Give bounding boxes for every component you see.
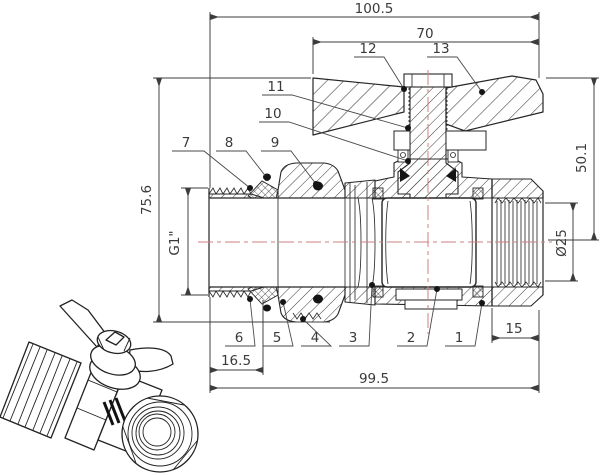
dimension-label-inlet-thread-size: G1"	[167, 230, 183, 255]
stem-oring-left	[400, 152, 406, 158]
part-callout-5: 5	[263, 299, 294, 347]
dimension-body-length: 99.5	[209, 371, 539, 392]
dimension-label-outlet-bore: Ø25	[554, 229, 570, 257]
dimensions: 100.5 70 75.6 G1" 50.1	[139, 1, 599, 393]
part-callout-8: 8	[216, 135, 270, 181]
nut-oring-bottom	[313, 294, 323, 304]
part-callout-6: 6	[225, 296, 256, 347]
dimension-label-coupling-face: 15	[505, 321, 522, 337]
part-callout-11: 11	[262, 79, 411, 131]
thread-profile-bottom	[208, 290, 252, 298]
ball-edge-right	[469, 200, 473, 285]
dimension-label-handle-height: 50.1	[574, 143, 590, 173]
3d-stem-top	[105, 331, 125, 346]
butterfly-handle	[312, 75, 544, 151]
part-label-5: 5	[273, 330, 282, 346]
thread-profile-top	[208, 187, 252, 195]
ring-top	[344, 179, 376, 199]
dimension-outlet-bore: Ø25	[545, 202, 578, 282]
part-label-13: 13	[432, 41, 449, 57]
valve-3d-view	[0, 299, 199, 473]
part-callout-13: 13	[427, 41, 485, 95]
union-nut-top	[277, 162, 346, 199]
3d-label-band	[102, 401, 115, 426]
part-label-7: 7	[182, 135, 191, 151]
cone-seals	[247, 173, 279, 312]
dimension-overall-height: 75.6	[139, 77, 330, 323]
part-label-12: 12	[359, 41, 376, 57]
dimension-label-overall-width: 100.5	[355, 1, 394, 17]
part-callout-10: 10	[259, 106, 411, 164]
dimension-label-handle-span: 70	[416, 26, 433, 42]
ball-seat-tr	[472, 187, 484, 200]
dimension-handle-height: 50.1	[546, 77, 599, 241]
part-callout-1: 1	[445, 300, 485, 347]
dimension-label-inlet-thread-length: 16.5	[221, 353, 251, 369]
centerlines	[198, 70, 552, 334]
oring-bottom	[263, 304, 271, 312]
part-label-6: 6	[235, 330, 244, 346]
dimension-overall-width: 100.5	[209, 1, 540, 393]
retainer-plug	[404, 299, 458, 310]
dimension-coupling-face: 15	[491, 308, 539, 343]
packing-left	[400, 168, 410, 182]
part-callouts: 7 8 9 10 11 12 13 6	[172, 41, 485, 347]
3d-male-thread	[0, 341, 82, 439]
handle-step-left	[393, 130, 411, 151]
handle-step-right	[445, 130, 487, 151]
part-callout-4: 4	[300, 316, 333, 347]
3d-female-nut	[121, 395, 199, 473]
ball-seat-tl	[372, 187, 384, 200]
dimension-inlet-thread-length: 16.5	[209, 300, 264, 375]
seat-retainer	[395, 288, 463, 301]
part-label-9: 9	[271, 135, 280, 151]
coupling-top-wall	[491, 178, 544, 199]
dimension-inlet-thread-size: G1"	[167, 187, 208, 296]
ball-seat-br	[472, 285, 484, 298]
part-callout-2: 2	[397, 286, 440, 347]
part-label-2: 2	[407, 330, 416, 346]
part-callout-7: 7	[172, 135, 253, 191]
coupling-bottom-wall	[491, 286, 544, 307]
dimension-handle-span: 70	[312, 26, 539, 74]
olive-top	[247, 180, 279, 199]
nut-thread-marks	[292, 312, 322, 320]
3d-handle	[59, 299, 174, 390]
stem-oring-right	[450, 152, 456, 158]
ball-edge-left	[385, 200, 389, 285]
ring-bottom	[344, 286, 376, 306]
part-label-4: 4	[311, 330, 320, 346]
part-label-1: 1	[455, 330, 464, 346]
part-label-3: 3	[349, 330, 358, 346]
connector-rings	[344, 179, 376, 306]
ball-seat-bl	[372, 285, 384, 298]
part-callout-12: 12	[354, 41, 407, 92]
part-label-11: 11	[267, 79, 284, 95]
handle-wing-right	[445, 75, 544, 132]
packing-right	[446, 168, 456, 182]
part-label-10: 10	[264, 106, 281, 122]
part-callout-3: 3	[339, 282, 375, 347]
part-callout-9: 9	[261, 135, 319, 187]
part-label-8: 8	[225, 135, 234, 151]
olive-bottom	[247, 286, 279, 305]
handle-wing-left	[312, 77, 405, 136]
cross-section-view	[198, 70, 552, 334]
dimension-label-overall-height: 75.6	[139, 185, 155, 215]
dimension-label-body-length: 99.5	[359, 371, 389, 387]
